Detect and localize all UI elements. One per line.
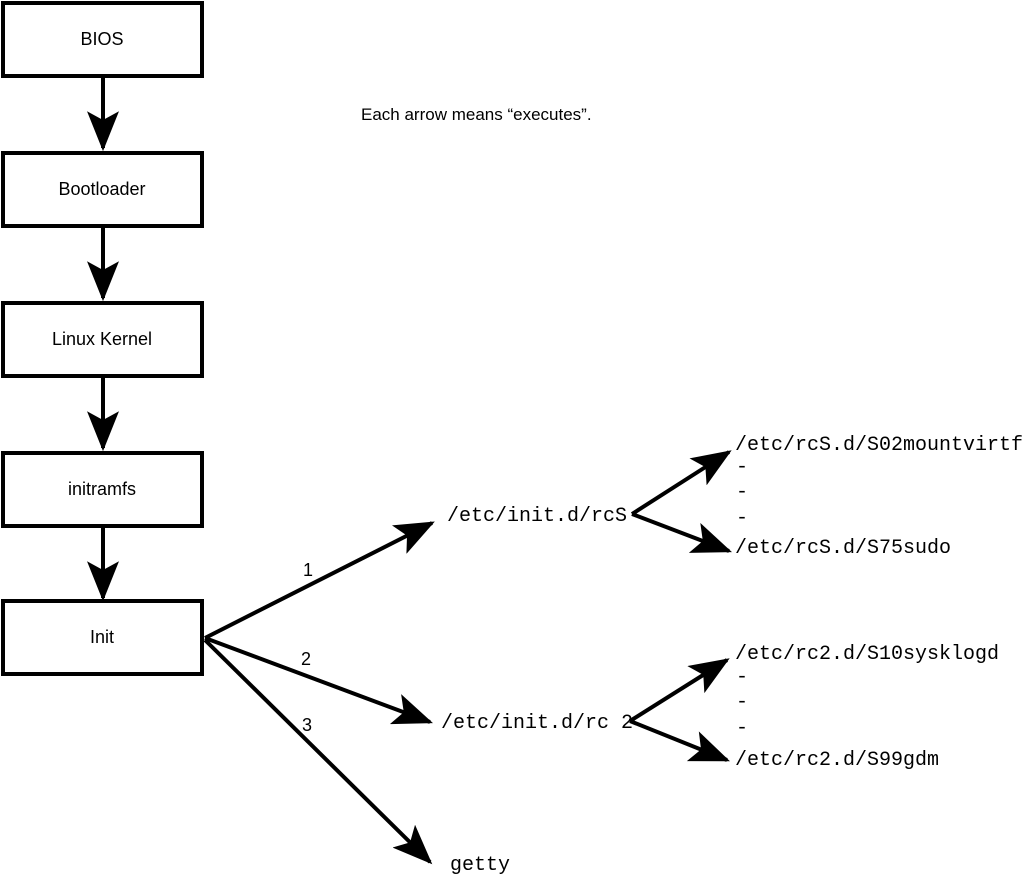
node-bios: BIOS [1, 1, 204, 78]
arrow-number-3: 3 [302, 715, 312, 735]
node-bootloader: Bootloader [1, 151, 204, 228]
rcS-last-script-label: /etc/rcS.d/S75sudo [735, 537, 951, 560]
rc2-last-script-label: /etc/rc2.d/S99gdm [735, 749, 939, 772]
initramfs-label: initramfs [68, 479, 136, 499]
linux-kernel-label: Linux Kernel [52, 329, 152, 349]
rcS-ellipsis-dash-2: - [736, 481, 748, 504]
rc2-ellipsis-dash-3: - [736, 717, 748, 740]
initramfs-box [1, 451, 204, 528]
edge-init-to-rcS [204, 521, 435, 640]
node-init: Init [1, 599, 204, 676]
getty-label: getty [450, 854, 510, 875]
arrow-number-2: 2 [301, 649, 311, 669]
edge-rc2-to-last-script [629, 719, 730, 762]
arrow-number-1: 1 [303, 560, 313, 580]
edge-rcS-to-first-script [630, 450, 732, 516]
init-label: Init [90, 627, 114, 647]
rcS-ellipsis-dash-1: - [736, 456, 748, 479]
node-linux-kernel: Linux Kernel [1, 301, 204, 378]
rc2-ellipsis-dash-1: - [736, 666, 748, 689]
bios-label: BIOS [80, 29, 123, 49]
node-initramfs: initramfs [1, 451, 204, 528]
edge-rcS-to-last-script [631, 512, 732, 553]
edge-init-to-rc2 [204, 636, 433, 725]
rcS-ellipsis-dash-3: - [736, 507, 748, 530]
edge-init-to-getty [203, 638, 433, 865]
bios-box [1, 1, 204, 78]
bootloader-box [1, 151, 204, 228]
linux-kernel-box [1, 301, 204, 378]
bootloader-label: Bootloader [58, 179, 145, 199]
diagram-caption: Each arrow means “executes”. [361, 105, 592, 124]
rcS-label: /etc/init.d/rcS [447, 505, 627, 528]
rcS-first-script-label: /etc/rcS.d/S02mountvirtfs [735, 434, 1024, 457]
rc2-ellipsis-dash-2: - [736, 691, 748, 714]
rc2-label: /etc/init.d/rc 2 [441, 712, 633, 735]
rc2-first-script-label: /etc/rc2.d/S10sysklogd [735, 643, 999, 666]
init-box [1, 599, 204, 676]
edge-rc2-to-first-script [628, 658, 730, 723]
